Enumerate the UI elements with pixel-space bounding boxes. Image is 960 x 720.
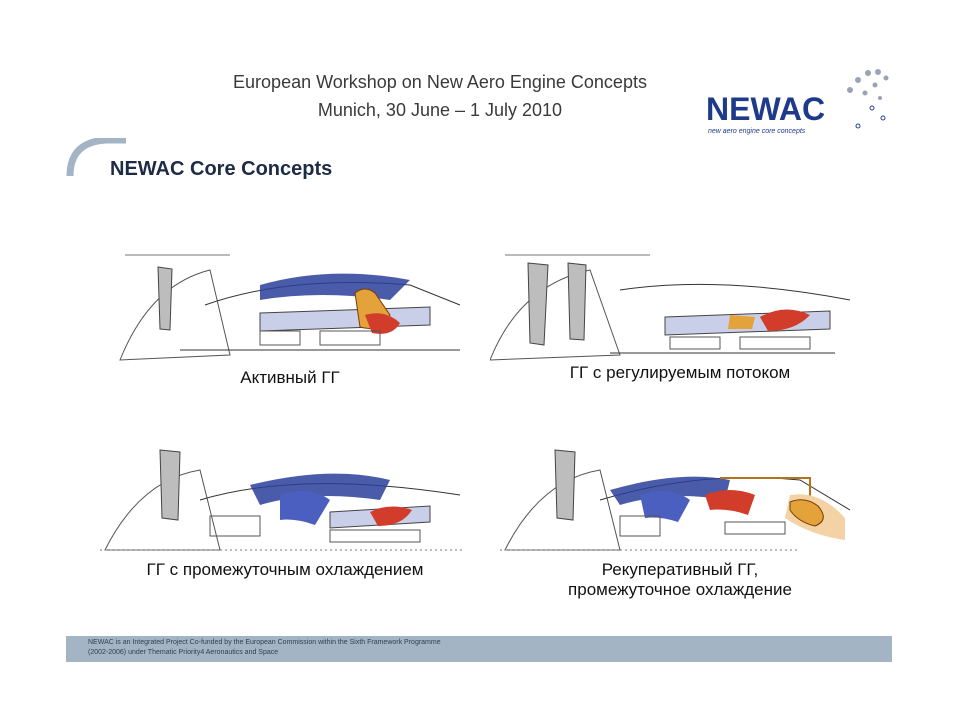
engine-diagram-flow-controlled-core: [490, 254, 851, 361]
footer-text-line2: (2002-2006) under Thematic Priority4 Aer…: [88, 649, 279, 656]
slide-title: NEWAC Core Concepts: [110, 158, 333, 180]
panel-caption-recuperative-core: Рекуперативный ГГ, промежуточное охлажде…: [500, 560, 860, 600]
logo-wordmark: NEWAC: [706, 91, 825, 127]
newac-logo-icon: NEWAC new aero engine core concepts: [706, 69, 889, 135]
logo-tagline: new aero engine core concepts: [708, 128, 806, 135]
workshop-date: Munich, 30 June – 1 July 2010: [317, 100, 563, 120]
engine-diagram-active-core: [119, 254, 461, 361]
panel-caption-flow-controlled-core: ГГ с регулируемым потоком: [569, 363, 791, 382]
workshop-title: European Workshop on New Aero Engine Con…: [233, 72, 647, 92]
footer-bar: NEWAC is an Integrated Project Co-funded…: [66, 636, 892, 662]
logo-star-outline: [855, 105, 886, 129]
footer-text-line1: NEWAC is an Integrated Project Co-funded…: [88, 639, 441, 646]
panel-caption-recuperative-line1: Рекуперативный ГГ,: [601, 560, 759, 579]
panel-caption-recuperative-line2: промежуточное охлаждение: [568, 580, 792, 599]
logo-stars: [847, 69, 889, 100]
panel-caption-active-core: Активный ГГ: [240, 368, 340, 387]
corner-arc: [66, 138, 126, 177]
engine-diagram-intercooled-core: [100, 449, 465, 551]
panel-caption-intercooled-core: ГГ с промежуточным охлаждением: [146, 560, 424, 579]
engine-diagram-recuperative-core: [500, 449, 851, 551]
